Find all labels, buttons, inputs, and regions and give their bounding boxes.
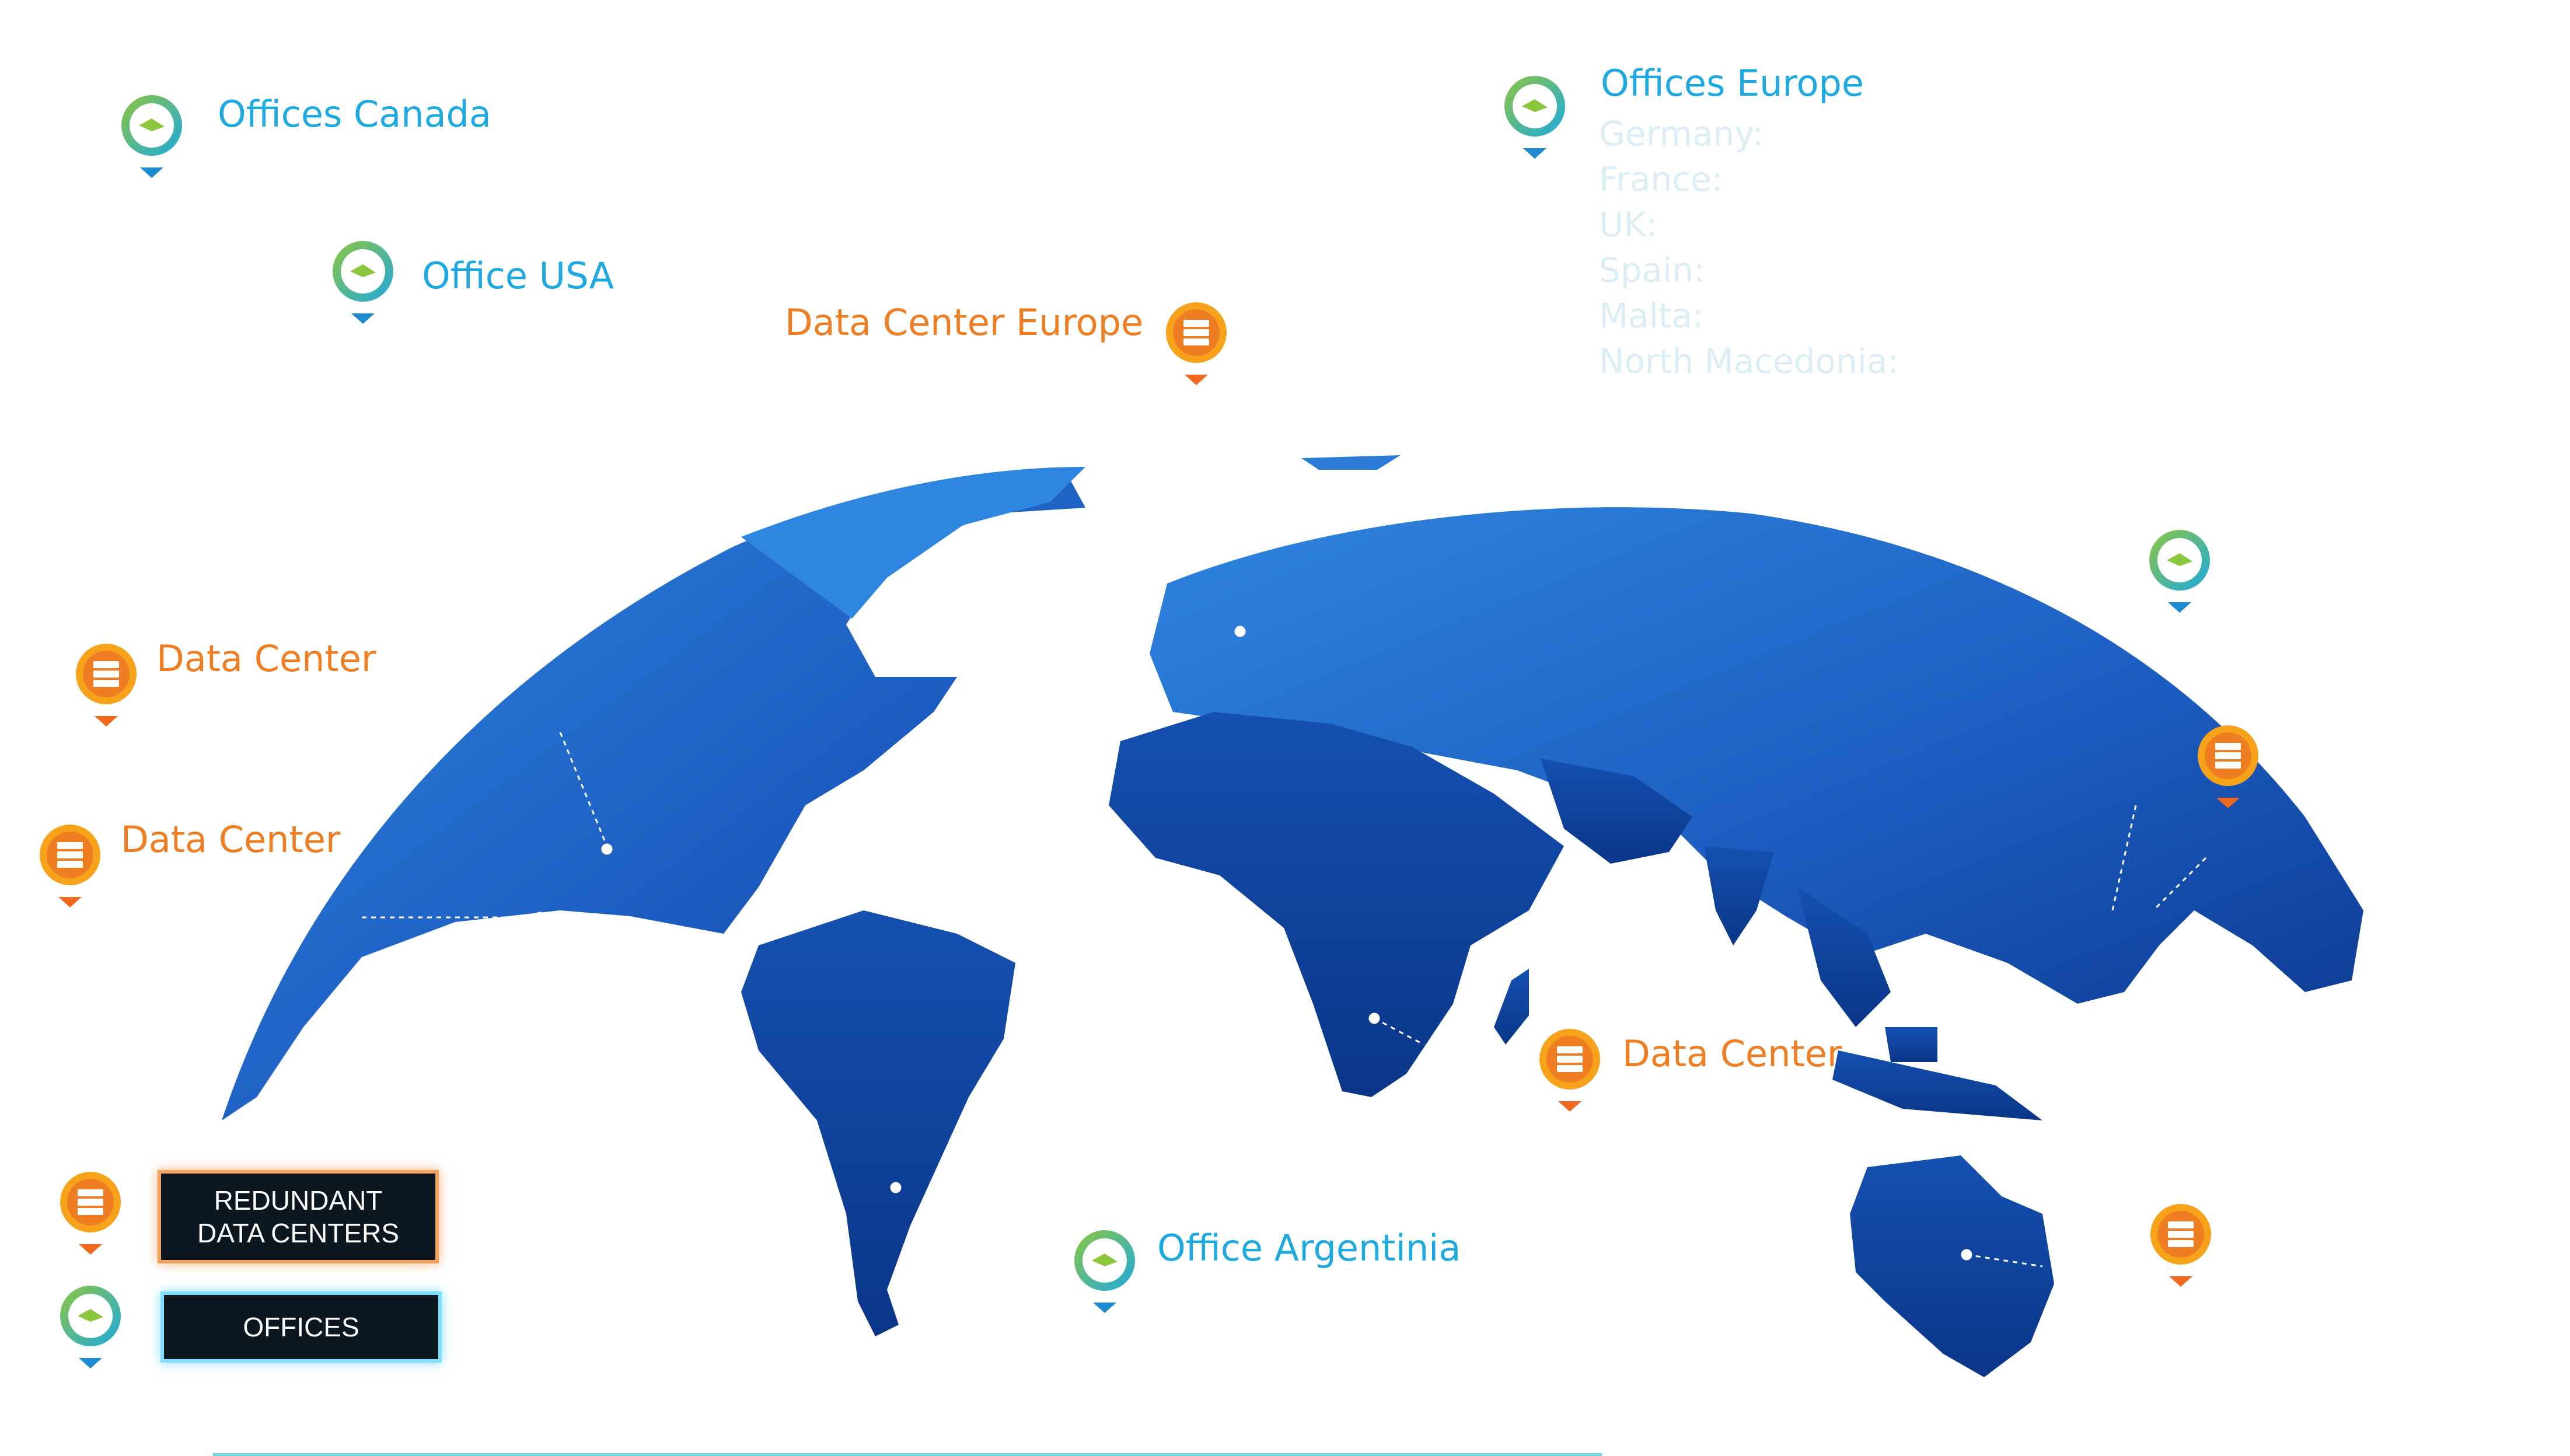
server-pin-icon[interactable] — [1535, 1024, 1605, 1112]
data-center-label: Data Center — [1622, 1032, 1842, 1075]
southern-landmass — [741, 712, 2054, 1377]
server-pin-icon[interactable] — [71, 639, 141, 727]
data-center-europe-label: Data Center Europe — [785, 301, 1144, 344]
office-pin-icon[interactable] — [1070, 1225, 1140, 1313]
list-item: Malta: — [1599, 296, 1704, 336]
list-item: Spain: — [1599, 250, 1705, 290]
list-item: North Macedonia: — [1599, 341, 1899, 381]
legend-offices: OFFICES — [160, 1291, 442, 1363]
office-pin-icon[interactable] — [117, 90, 187, 178]
legend-label: DATA CENTERS — [197, 1218, 399, 1248]
offices-canada-label: Offices Canada — [218, 93, 491, 135]
divider — [213, 1453, 1602, 1456]
office-pin-icon[interactable] — [328, 236, 398, 324]
server-pin-icon[interactable] — [35, 820, 105, 907]
server-pin-icon — [55, 1167, 125, 1255]
office-usa-label: Office USA — [422, 254, 614, 297]
northern-landmass — [222, 455, 2363, 1120]
data-center-label: Data Center — [121, 818, 341, 861]
list-item: UK: — [1599, 205, 1658, 245]
server-pin-icon[interactable] — [2193, 721, 2263, 808]
list-item: France: — [1599, 159, 1723, 199]
office-pin-icon[interactable] — [1500, 71, 1570, 159]
office-pin-icon — [55, 1281, 125, 1368]
office-argentina-label: Office Argentinia — [1157, 1227, 1461, 1269]
list-item: Germany: — [1599, 114, 1764, 153]
server-pin-icon[interactable] — [1161, 298, 1231, 385]
legend-label: OFFICES — [243, 1312, 359, 1342]
offices-europe-label: Offices Europe — [1601, 62, 1864, 104]
europe-offices-list: Germany: France: UK: Spain: Malta: North… — [1599, 111, 1899, 384]
data-center-label: Data Center — [156, 637, 376, 680]
legend-label: REDUNDANT — [214, 1185, 383, 1216]
server-pin-icon[interactable] — [2146, 1199, 2216, 1287]
legend-redundant-data-centers: REDUNDANT DATA CENTERS — [158, 1170, 439, 1263]
location-markers — [362, 626, 2207, 1268]
office-pin-icon[interactable] — [2145, 525, 2215, 613]
